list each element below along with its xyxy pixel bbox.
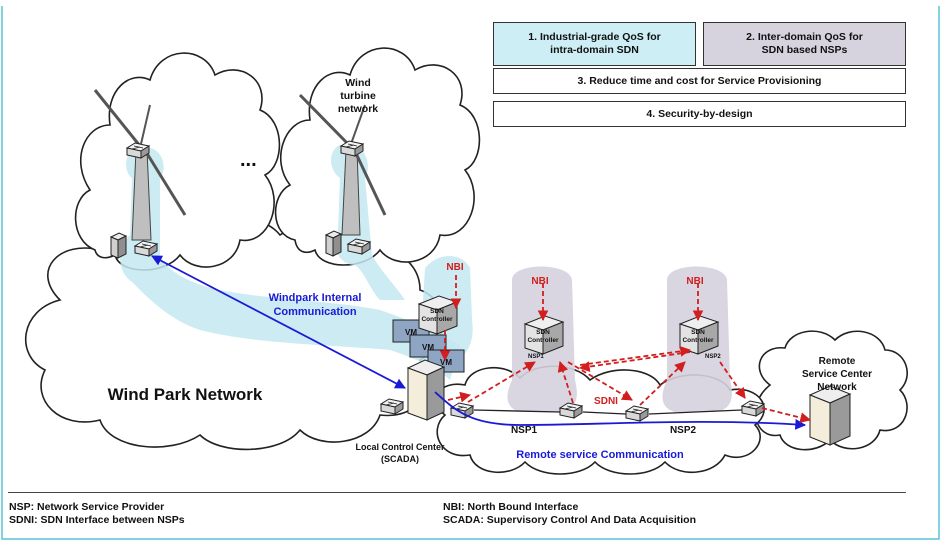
turbine-network-label-2: turbine xyxy=(340,90,376,102)
nbi-label-nsp2: NBI xyxy=(686,276,703,287)
turbine-cloud-right xyxy=(274,47,481,266)
legend-scada: SCADA: Supervisory Control And Data Acqu… xyxy=(443,514,696,526)
goal-1-line-1: 1. Industrial-grade QoS for xyxy=(528,31,661,43)
turbine-left-server xyxy=(110,232,127,259)
local-control-center-label-2: (SCADA) xyxy=(381,454,419,464)
windpark-internal-label-1: Windpark Internal xyxy=(269,292,362,304)
nsp2-controller-tag: NSP2 xyxy=(705,354,721,360)
goal-2-line-1: 2. Inter-domain QoS for xyxy=(746,31,863,43)
goal-3-line-1: 3. Reduce time and cost for Service Prov… xyxy=(577,74,822,87)
local-controller-label-2: Controller xyxy=(421,316,453,323)
vm-label-3: VM xyxy=(440,358,452,367)
nsp1-label: NSP1 xyxy=(511,425,538,436)
turbine-right-server xyxy=(325,230,342,257)
turbine-network-label-1: Wind xyxy=(345,77,371,89)
nsp2-controller-label-1: SDN xyxy=(691,329,705,336)
goal-box-security: 4. Security-by-design xyxy=(493,101,906,127)
windpark-internal-label-2: Communication xyxy=(273,306,356,318)
goal-1-line-2: intra-domain SDN xyxy=(550,44,639,56)
nbi-label-nsp1: NBI xyxy=(531,276,548,287)
legend-divider xyxy=(8,492,906,493)
goal-box-reduce-cost: 3. Reduce time and cost for Service Prov… xyxy=(493,68,906,94)
legend-nsp: NSP: Network Service Provider xyxy=(9,501,165,513)
goal-4-line-1: 4. Security-by-design xyxy=(646,107,753,120)
remote-center-label-3: Network xyxy=(817,382,857,393)
local-controller-label-1: SDN xyxy=(430,308,444,315)
turbines-ellipsis: ... xyxy=(240,149,257,171)
local-sdn-controller xyxy=(418,295,458,335)
wind-park-network-label: Wind Park Network xyxy=(108,385,263,404)
nsp2-controller-label-2: Controller xyxy=(682,337,714,344)
vm-label-1: VM xyxy=(405,328,417,337)
nsp1-controller-label-1: SDN xyxy=(536,329,550,336)
sdni-label: SDNI xyxy=(594,396,618,407)
legend-nbi: NBI: North Bound Interface xyxy=(443,501,579,513)
red-control-links xyxy=(439,275,812,423)
nsp1-controller-tag: NSP1 xyxy=(528,354,544,360)
vm-label-2: VM xyxy=(422,343,434,352)
nsp2-label: NSP2 xyxy=(670,425,697,436)
legend-right: NBI: North Bound Interface SCADA: Superv… xyxy=(443,501,696,527)
turbine-network-label-3: network xyxy=(338,103,378,115)
nsp-backbone-links xyxy=(473,409,743,415)
remote-center-label-2: Service Center xyxy=(802,369,872,380)
remote-service-comm-label: Remote service Communication xyxy=(516,449,684,461)
remote-service-link xyxy=(434,391,807,430)
legend-sdni: SDNI: SDN Interface between NSPs xyxy=(9,514,185,526)
nsp1-controller-label-2: Controller xyxy=(527,337,559,344)
remote-center-label-1: Remote xyxy=(819,356,856,367)
remote-server xyxy=(808,385,852,446)
legend-left: NSP: Network Service Provider SDNI: SDN … xyxy=(9,501,185,527)
windpark-internal-link xyxy=(151,255,406,389)
local-control-center-label-1: Local Control Center xyxy=(355,442,445,452)
nbi-label-local: NBI xyxy=(446,262,463,273)
goal-2-line-2: SDN based NSPs xyxy=(761,44,848,56)
scada-server xyxy=(406,359,446,421)
frame-border xyxy=(1,6,940,540)
